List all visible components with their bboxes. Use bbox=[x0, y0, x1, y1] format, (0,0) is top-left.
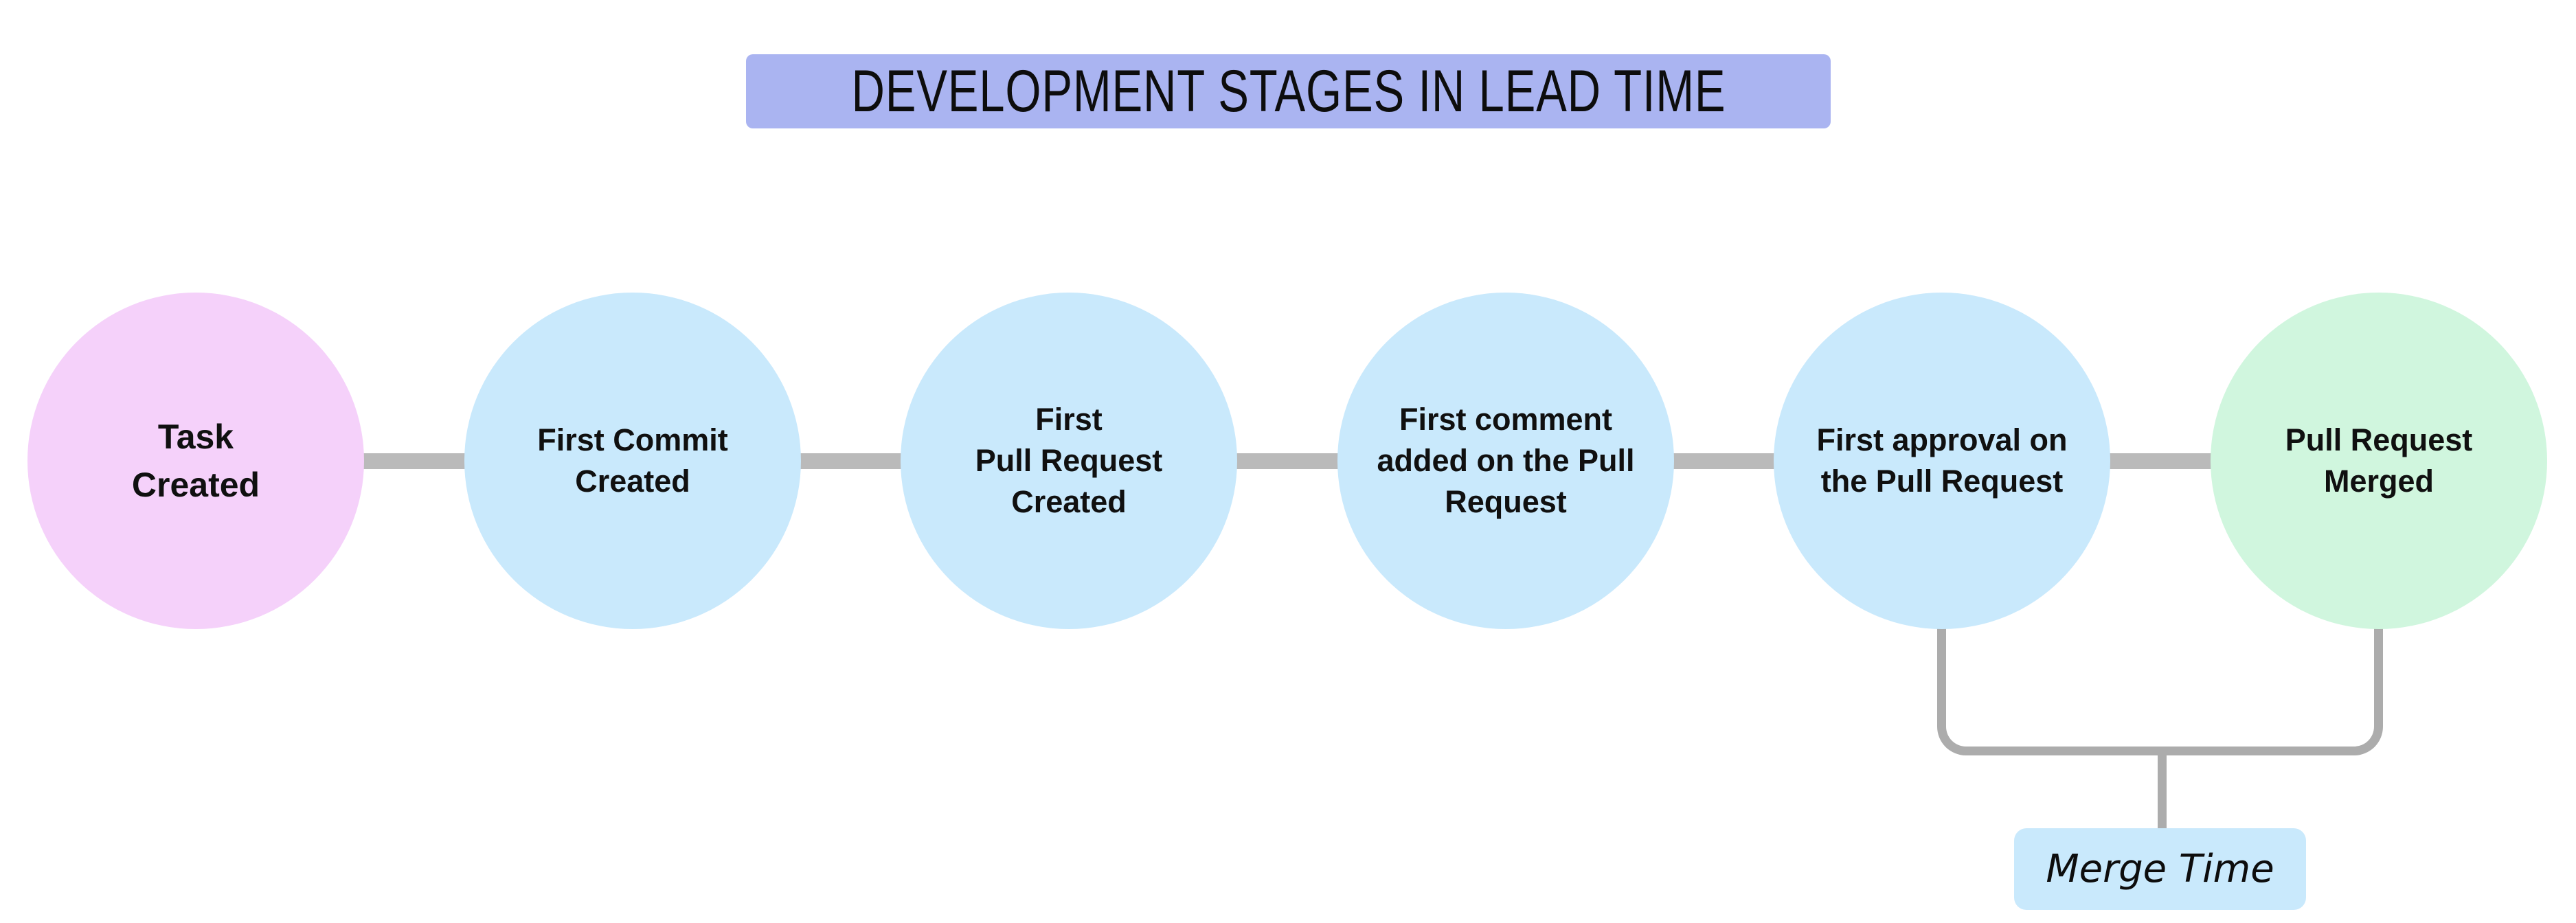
stage-label-line: the Pull Request bbox=[1820, 464, 2064, 499]
stage-label-line: Pull Request bbox=[975, 443, 1163, 479]
title-banner: DEVELOPMENT STAGES IN LEAD TIME bbox=[746, 54, 1831, 128]
stage-label-line: Created bbox=[575, 464, 690, 499]
stage-label-line: Pull Request bbox=[2285, 422, 2473, 458]
stage-label-line: Created bbox=[1011, 483, 1127, 519]
merge-time-text: Merge Time bbox=[2046, 847, 2274, 891]
stage-label-line: Merged bbox=[2323, 464, 2434, 499]
stage-label-line: First approval on bbox=[1816, 422, 2068, 458]
page-title: DEVELOPMENT STAGES IN LEAD TIME bbox=[851, 58, 1726, 124]
merge-time-bracket-stem bbox=[2158, 752, 2167, 830]
stage-circle-first-pull-request-created: First Pull Request Created bbox=[901, 293, 1237, 629]
stage-label-line: Task bbox=[157, 418, 234, 456]
stage-circle-first-comment-added: First comment added on the Pull Request bbox=[1337, 293, 1674, 629]
stage-label-line: Request bbox=[1445, 483, 1567, 519]
stage-label-line: First Commit bbox=[537, 422, 728, 458]
stage-circle-task-created: Task Created bbox=[27, 293, 364, 629]
stage-circle-first-commit-created: First Commit Created bbox=[464, 293, 801, 629]
stage-label-line: added on the Pull bbox=[1377, 443, 1635, 479]
stage-label-line: First comment bbox=[1399, 402, 1613, 437]
stage-circle-first-approval: First approval on the Pull Request bbox=[1774, 293, 2110, 629]
merge-time-bracket bbox=[1937, 622, 2383, 755]
stage-label-line: Created bbox=[131, 466, 260, 504]
stage-circle-pull-request-merged: Pull Request Merged bbox=[2211, 293, 2547, 629]
merge-time-label: Merge Time bbox=[2014, 828, 2306, 910]
stage-label-line: First bbox=[1035, 402, 1103, 437]
